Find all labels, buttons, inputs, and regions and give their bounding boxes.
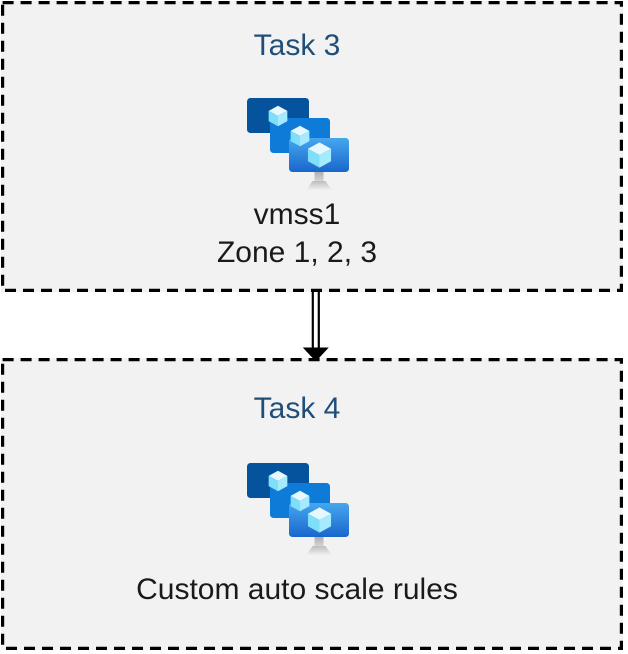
autoscale-rules-label: Custom auto scale rules xyxy=(136,573,458,606)
task4-box: Task 4 Custom auto scale rules xyxy=(1,358,623,650)
zones-label: Zone 1, 2, 3 xyxy=(216,236,378,269)
task4-content: Task 4 Custom auto scale rules xyxy=(0,358,608,650)
monitor-stand-base xyxy=(306,546,332,555)
down-arrow xyxy=(302,292,329,362)
vmss-name-label: vmss1 xyxy=(253,198,341,231)
monitor-stand-base xyxy=(306,181,332,190)
vm-scale-sets-icon xyxy=(247,463,349,555)
task3-labels: vmss1 Zone 1, 2, 3 xyxy=(217,196,377,272)
vm-scale-sets-icon xyxy=(247,98,349,190)
task3-content: Task 3 vmss1 Zone 1, 2, 3 xyxy=(0,1,608,292)
task-title: Task 4 xyxy=(253,392,341,425)
monitor-stand-stem xyxy=(314,167,324,183)
task-title: Task 3 xyxy=(253,29,341,62)
monitor-stand-stem xyxy=(314,532,324,548)
task4-labels: Custom auto scale rules xyxy=(136,571,458,609)
task3-box: Task 3 vmss1 Zone 1, 2, 3 xyxy=(1,1,623,292)
